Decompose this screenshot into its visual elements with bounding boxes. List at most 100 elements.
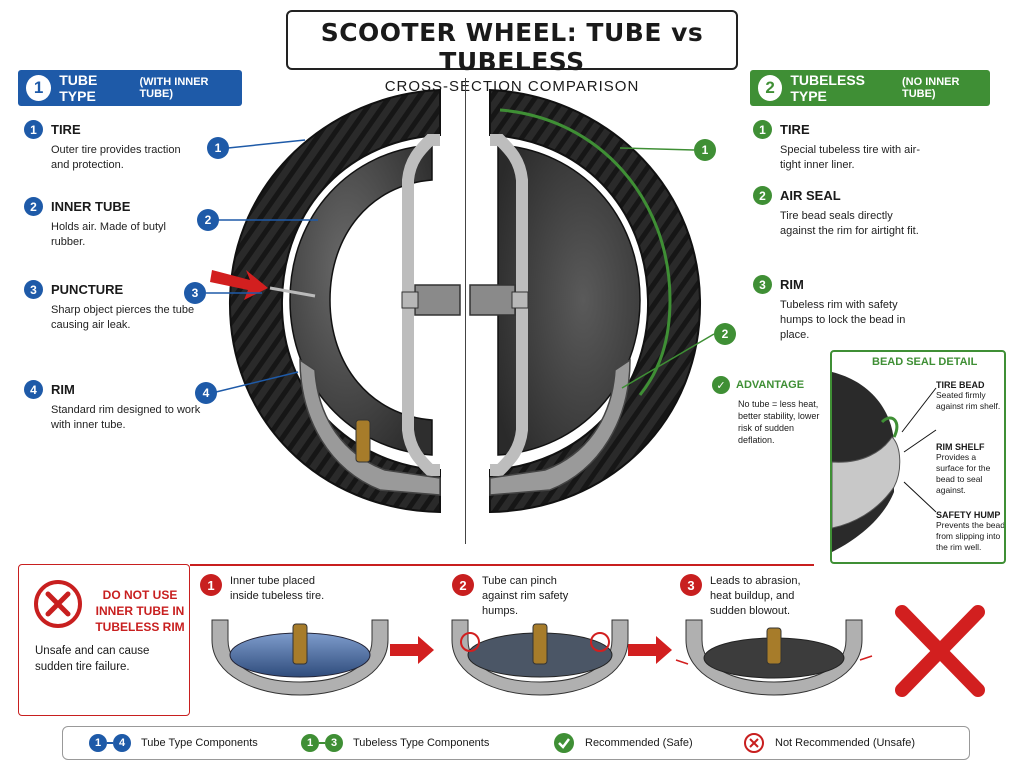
bead-item-desc: Prevents the bead from slipping into the…: [936, 520, 1005, 552]
tubeless-wheel: [469, 88, 702, 514]
callout-line: [215, 371, 299, 393]
tube-type-header: 1 TUBE TYPE (WITH INNER TUBE): [18, 70, 242, 106]
callout-line: [227, 139, 306, 149]
tube-hub: [414, 284, 461, 316]
tube-valve: [355, 419, 371, 463]
tubeless-item-title: AIR SEAL: [780, 188, 841, 203]
legend-badge: 1: [301, 734, 319, 752]
tube-item-title: PUNCTURE: [51, 282, 124, 297]
warning-panel: DO NOT USE INNER TUBE IN TUBELESS RIM Un…: [18, 564, 190, 716]
legend-not-recommended: Not Recommended (Unsafe): [743, 732, 915, 754]
legend-label: Tubeless Type Components: [353, 737, 490, 749]
tubeless-item-badge: 3: [753, 275, 772, 294]
tube-wheel: [210, 88, 461, 514]
tubeless-item-rim: 3 RIM Tubeless rim with safety humps to l…: [753, 275, 933, 343]
tube-item-title: INNER TUBE: [51, 199, 131, 214]
step-text: Inner tube placed inside tubeless tire.: [230, 575, 325, 602]
tubeless-callout-1: 1: [694, 139, 716, 161]
tubeless-type-header-text: TUBELESS TYPE: [790, 72, 865, 104]
legend-tubeless-components: 1 3 Tubeless Type Components: [301, 734, 489, 752]
bead-item-title: RIM SHELF: [936, 442, 985, 452]
tubeless-axle: [511, 291, 529, 309]
tube-item-badge: 3: [24, 280, 43, 299]
tubeless-item-badge: 1: [753, 120, 772, 139]
tubeless-type-number: 2: [758, 75, 783, 101]
tube-item-inner-tube: 2 INNER TUBE Holds air. Made of butyl rub…: [24, 197, 204, 250]
tubeless-item-desc: Special tubeless tire with air-tight inn…: [780, 144, 921, 171]
tubeless-item-tire: 1 TIRE Special tubeless tire with air-tig…: [753, 120, 933, 173]
checkmark-icon: ✓: [712, 376, 730, 394]
legend-badge: 1: [89, 734, 107, 752]
tube-item-puncture: 3 PUNCTURE Sharp object pierces the tube …: [24, 280, 204, 333]
bead-item-desc: Provides a surface for the bead to seal …: [936, 452, 991, 495]
warning-step-3: 3 Leads to abrasion, heat buildup, and su…: [680, 574, 820, 619]
tubeless-type-header: 2 TUBELESS TYPE (NO INNER TUBE): [750, 70, 990, 106]
legend-recommended: Recommended (Safe): [553, 732, 693, 754]
bead-item-tire-bead: TIRE BEAD Seated firmly against rim shel…: [936, 380, 1004, 412]
bead-item-rim-shelf: RIM SHELF Provides a surface for the bea…: [936, 442, 1004, 496]
tube-item-title: RIM: [51, 382, 75, 397]
legend-label: Not Recommended (Unsafe): [775, 737, 916, 749]
callout-line: [619, 147, 695, 151]
tubeless-type-header-note: (NO INNER TUBE): [901, 76, 960, 100]
tubeless-item-title: TIRE: [780, 122, 810, 137]
warning-step-1: 1 Inner tube placed inside tubeless tire.: [200, 574, 340, 604]
legend-badge: 4: [113, 734, 131, 752]
tubeless-rim-lower: [489, 358, 631, 496]
sequence-arrow-icon: [390, 636, 434, 664]
tube-item-title: TIRE: [51, 122, 81, 137]
step-badge: 3: [680, 574, 702, 596]
sequence-arrow-icon: [628, 636, 672, 664]
tube-inner-tube-shape: [289, 144, 433, 456]
tubeless-item-title: RIM: [780, 277, 804, 292]
page-title: SCOOTER WHEEL: TUBE vs TUBELESS: [320, 18, 704, 76]
bead-item-title: SAFETY HUMP: [936, 510, 1001, 520]
advantage-desc: No tube = less heat, better stability, l…: [738, 399, 820, 445]
step-badge: 1: [200, 574, 222, 596]
legend-badge: 3: [325, 734, 343, 752]
legend-tube-components: 1 4 Tube Type Components: [89, 734, 258, 752]
step-text: Tube can pinch against rim safety humps.: [482, 575, 569, 617]
tube-item-badge: 2: [24, 197, 43, 216]
tube-axle: [401, 291, 419, 309]
step2-illustration: [451, 619, 629, 696]
bead-seal-title: BEAD SEAL DETAIL: [872, 356, 978, 368]
step-text: Leads to abrasion, heat buildup, and sud…: [710, 575, 801, 617]
tubeless-item-badge: 2: [753, 186, 772, 205]
warning-x-circle-icon: [34, 580, 82, 628]
tube-type-header-text: TUBE TYPE: [59, 72, 98, 104]
tube-tire-outer: [228, 88, 441, 514]
tubeless-inner-space: [497, 144, 641, 456]
step1-illustration: [211, 619, 389, 696]
center-divider: [465, 78, 466, 544]
tube-callout-4: 4: [195, 382, 217, 404]
x-circle-icon: [744, 733, 764, 753]
tube-rim-lower: [299, 358, 441, 496]
step3-illustration: [675, 619, 873, 696]
advantage-title: ADVANTAGE: [736, 379, 805, 391]
bead-item-title: TIRE BEAD: [936, 380, 985, 390]
tube-item-desc: Sharp object pierces the tube causing ai…: [51, 304, 195, 331]
tube-type-number: 1: [26, 75, 52, 101]
tubeless-hub: [469, 284, 516, 316]
not-recommended-x-icon: [895, 605, 985, 697]
legend: 1 4 Tube Type Components 1 3 Tubeless Ty…: [62, 726, 970, 760]
tubeless-inner-liner: [499, 108, 672, 396]
tube-item-desc: Holds air. Made of butyl rubber.: [51, 221, 166, 248]
bead-item-safety-hump: SAFETY HUMP Prevents the bead from slipp…: [936, 510, 1005, 553]
legend-label: Recommended (Safe): [585, 737, 693, 749]
tube-callout-3: 3: [184, 282, 206, 304]
tubeless-tire-outer: [489, 88, 702, 514]
puncture-nail: [269, 286, 316, 298]
warning-divider-line: [190, 564, 814, 566]
tubeless-item-desc: Tubeless rim with safety humps to lock t…: [780, 299, 906, 341]
legend-dash: [319, 742, 325, 744]
warning-desc: Unsafe and can cause sudden tire failure…: [35, 645, 150, 673]
bead-seal-illustration: [832, 372, 937, 552]
page-subtitle: CROSS-SECTION COMPARISON: [384, 78, 640, 95]
legend-label: Tube Type Components: [141, 737, 258, 749]
